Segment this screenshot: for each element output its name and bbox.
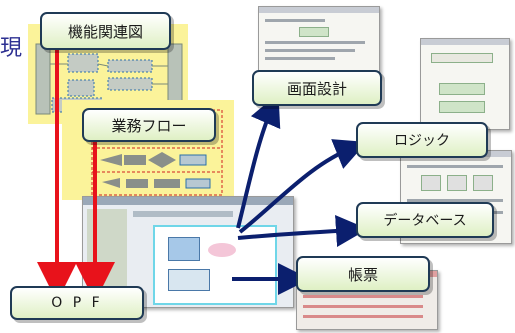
- database-box: データベース: [356, 202, 494, 238]
- logic-thumbnail: [420, 38, 510, 130]
- opf-tool-screenshot: [82, 196, 294, 308]
- blue-arrow-to-database: [237, 215, 368, 247]
- screen-design-label: 画面設計: [286, 79, 347, 98]
- database-label: データベース: [383, 213, 467, 229]
- blue-arrow-to-logic: [238, 139, 367, 234]
- business-flow-label: 業務フロー: [111, 116, 187, 135]
- business-flow-box: 業務フロー: [82, 108, 216, 142]
- opf-box: O P F: [10, 286, 144, 320]
- logic-label: ロジック: [394, 133, 450, 149]
- screen-design-box: 画面設計: [252, 70, 382, 106]
- blue-arrow-to-screen-design: [236, 93, 281, 229]
- report-label: 帳票: [347, 265, 378, 284]
- partial-heading-text: 現: [0, 36, 23, 61]
- report-box: 帳票: [296, 256, 430, 292]
- function-relation-diagram-label: 機能関連図: [67, 22, 143, 41]
- function-relation-diagram-box: 機能関連図: [40, 12, 171, 50]
- logic-box: ロジック: [356, 122, 488, 158]
- screen-design-thumbnail: [258, 6, 380, 78]
- opf-label: O P F: [51, 295, 103, 311]
